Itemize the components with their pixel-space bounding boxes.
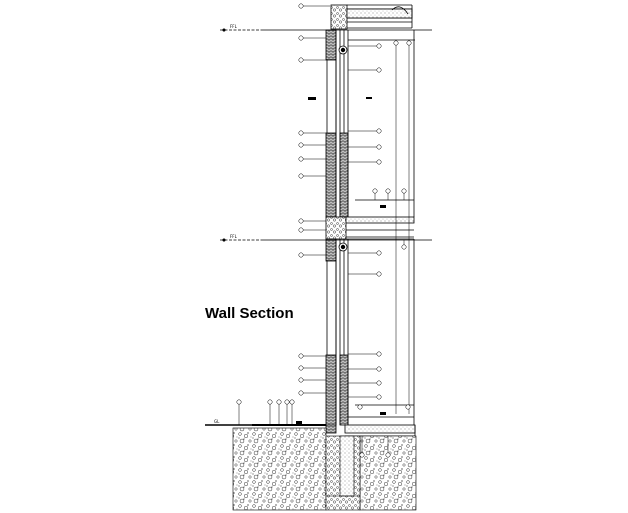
callout-bubble (298, 156, 304, 162)
dimension-tags (296, 97, 386, 424)
ground-slab (344, 424, 416, 434)
callout-bubble (376, 159, 382, 165)
callout-bubble (357, 404, 363, 410)
callout-bubble (289, 399, 295, 405)
parapet-block (330, 4, 348, 30)
floor-beam (325, 216, 347, 240)
callout-bubble (298, 390, 304, 396)
callout-bubble (406, 40, 412, 46)
callout-bubble (276, 399, 282, 405)
callout-bubble (298, 218, 304, 224)
level-label-upper: FFL (230, 24, 238, 29)
callout-bubble (372, 188, 378, 194)
soil-right (359, 435, 417, 511)
callout-bubble (376, 366, 382, 372)
drawing-title: Wall Section (205, 305, 294, 322)
level-label-lower: FFL (230, 234, 238, 239)
callout-bubble (298, 35, 304, 41)
callout-bubble (405, 404, 411, 410)
callout-bubble (376, 250, 382, 256)
callout-bubble (385, 452, 391, 458)
callout-bubble (376, 43, 382, 49)
callout-bubble (393, 40, 399, 46)
callout-bubble (376, 67, 382, 73)
wall-structure (205, 4, 416, 460)
brick-upper-b (325, 132, 337, 218)
callout-bubble (376, 271, 382, 277)
callout-bubble (298, 227, 304, 233)
callout-bubble (385, 188, 391, 194)
window-upper (326, 59, 337, 134)
callout-bubble (298, 173, 304, 179)
callout-bubble (298, 3, 304, 9)
callout-bubble (298, 353, 304, 359)
callout-bubble (267, 399, 273, 405)
brick-lower-b (325, 354, 337, 426)
soil-left (232, 427, 327, 511)
ground-level-label: GL (214, 419, 220, 424)
window-lower (326, 260, 337, 356)
inner-leaf-lower (339, 354, 349, 426)
callout-bubble (298, 365, 304, 371)
callout-bubble (284, 399, 290, 405)
callout-bubble (376, 380, 382, 386)
callout-bubble (298, 377, 304, 383)
callout-bubble (359, 452, 365, 458)
level-markers (212, 28, 432, 426)
inner-leaf-upper (339, 132, 349, 218)
callout-bubble (401, 188, 407, 194)
callout-bubble (298, 57, 304, 63)
roof-slab (346, 8, 413, 19)
callout-bubble (298, 252, 304, 258)
callout-bubble (376, 144, 382, 150)
callout-bubble (298, 142, 304, 148)
callouts (236, 3, 412, 458)
callout-bubble (376, 351, 382, 357)
callout-bubble (298, 130, 304, 136)
floor-slab (345, 216, 415, 224)
callout-bubble (376, 128, 382, 134)
callout-bubble (401, 244, 407, 250)
brick-lower-a (325, 238, 337, 262)
callout-bubble (236, 399, 242, 405)
brick-upper-a (325, 29, 337, 61)
foundation (232, 427, 417, 511)
callout-bubble (376, 394, 382, 400)
